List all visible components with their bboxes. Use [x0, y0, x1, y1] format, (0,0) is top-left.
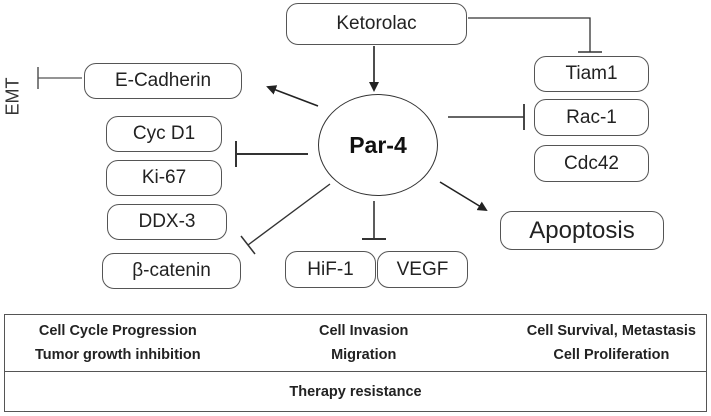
cdc42-node: Cdc42 [534, 145, 649, 182]
migration-text: Migration [331, 347, 397, 363]
apoptosis-node: Apoptosis [500, 211, 664, 250]
outcomes-row: Cell Cycle Progression Tumor growth inhi… [4, 314, 707, 372]
outcomes-table: Cell Cycle Progression Tumor growth inhi… [4, 314, 707, 412]
connector-layer [37, 17, 602, 255]
ketorolac-node: Ketorolac [286, 3, 467, 45]
tiam1-label: Tiam1 [565, 63, 618, 84]
vegf-label: VEGF [396, 258, 449, 280]
par4-to-ecadherin-arrow [266, 85, 319, 107]
tiam1-node: Tiam1 [534, 56, 649, 92]
hif-1-label: HiF-1 [307, 258, 354, 280]
par4-hub: Par-4 [318, 94, 438, 196]
cyc-d1-label: Cyc D1 [132, 123, 196, 144]
cyc-d1-node: Cyc D1 [106, 116, 222, 152]
rac-1-label: Rac-1 [566, 106, 617, 128]
ddx3-bcatenin-inhibition-bar [240, 235, 256, 255]
therapy-resistance-text: Therapy resistance [289, 383, 422, 400]
cell-invasion-text: Cell Invasion [318, 323, 409, 339]
ketorolac-inhibits-tiam1 [468, 17, 591, 52]
par4-label: Par-4 [349, 131, 407, 158]
outcomes-columns: Cell Cycle Progression Tumor growth inhi… [5, 323, 706, 363]
hif-1-node: HiF-1 [285, 251, 376, 288]
ddx-3-node: DDX-3 [107, 204, 227, 240]
therapy-resistance-cell: Therapy resistance [4, 371, 707, 412]
pathway-diagram: Ketorolac E-Cadherin Cyc D1 Ki-67 DDX-3 … [1, 3, 664, 289]
beta-catenin-node: β-catenin [102, 253, 241, 289]
cell-cycle-progression-text: Cell Cycle Progression [38, 323, 197, 339]
column-cell-invasion: Cell Invasion Migration [319, 323, 408, 363]
cell-proliferation-text: Cell Proliferation [553, 347, 670, 363]
column-cell-cycle: Cell Cycle Progression Tumor growth inhi… [35, 323, 201, 363]
ddx-3-label: DDX-3 [138, 211, 196, 232]
cell-survival-metastasis-text: Cell Survival, Metastasis [526, 323, 696, 339]
tumor-growth-inhibition-text: Tumor growth inhibition [35, 347, 201, 363]
par4-inhibits-ddx3-bcatenin [247, 183, 331, 246]
apoptosis-label: Apoptosis [529, 216, 635, 244]
ki-67-label: Ki-67 [141, 167, 187, 188]
e-cadherin-node: E-Cadherin [84, 63, 242, 99]
ketorolac-label: Ketorolac [336, 13, 417, 34]
column-cell-survival: Cell Survival, Metastasis Cell Prolifera… [527, 323, 696, 363]
vegf-node: VEGF [377, 251, 468, 288]
outcomes-cell: Cell Cycle Progression Tumor growth inhi… [4, 314, 707, 372]
cdc42-label: Cdc42 [564, 152, 619, 174]
e-cadherin-label: E-Cadherin [114, 70, 212, 91]
beta-catenin-label: β-catenin [132, 260, 211, 281]
therapy-row: Therapy resistance [4, 371, 707, 412]
par4-to-apoptosis-arrow [439, 181, 488, 212]
rac-1-node: Rac-1 [534, 99, 649, 136]
emt-side-label: EMT [1, 71, 25, 121]
emt-label: EMT [2, 77, 23, 115]
ki-67-node: Ki-67 [106, 160, 222, 196]
